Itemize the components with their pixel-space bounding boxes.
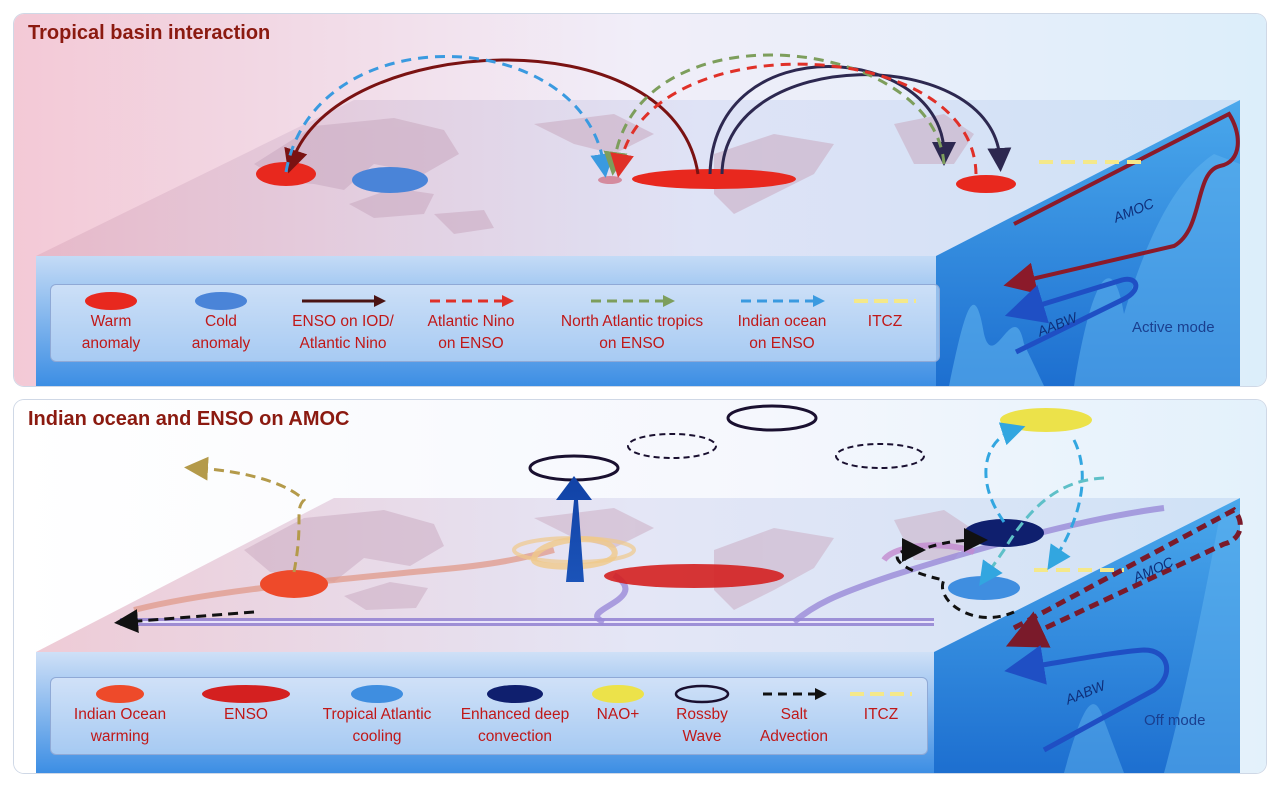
indian-ocean-enso-amoc-panel: Indian ocean and ENSO on AMOC Off mode A… bbox=[14, 400, 1266, 773]
legend: Warm anomaly Cold anomaly ENSO on IOD/ A… bbox=[50, 284, 940, 362]
rossby-wave-3 bbox=[726, 404, 818, 432]
atlantic-nino-on-enso-arrow bbox=[610, 62, 978, 178]
legend-item-salt-advection: Salt Advection bbox=[751, 678, 837, 754]
legend-label: North Atlantic tropics on ENSO bbox=[560, 313, 704, 352]
nao-arrow-1 bbox=[984, 422, 1026, 523]
enso-on-iod-arrow bbox=[284, 58, 700, 175]
salt-advection-arrow-2 bbox=[895, 538, 1015, 619]
legend-label: Warm anomaly bbox=[81, 313, 141, 352]
legend-item-indian-ocean-warming: Indian Ocean warming bbox=[65, 678, 175, 754]
dashed-arrow-icon bbox=[663, 295, 675, 307]
tropical-atlantic-cooling-anomaly bbox=[948, 576, 1020, 600]
box-side-face bbox=[934, 498, 1240, 773]
warm-anomaly-icon bbox=[85, 292, 137, 310]
enso-icon bbox=[202, 685, 290, 703]
legend-label: Atlantic Nino on ENSO bbox=[427, 313, 515, 352]
legend-label: Indian Ocean warming bbox=[73, 706, 167, 745]
legend-label: Cold anomaly bbox=[191, 313, 251, 352]
dashed-arrow-icon bbox=[502, 295, 514, 307]
cold-anomaly-icon bbox=[195, 292, 247, 310]
enhanced-deep-convection-anomaly bbox=[964, 519, 1044, 547]
legend-item-itcz: ITCZ bbox=[843, 285, 927, 361]
legend-label: NAO+ bbox=[596, 706, 640, 723]
salt-advection-arrow-3 bbox=[902, 528, 988, 562]
legend-item-enso-on-iod: ENSO on IOD/ Atlantic Nino bbox=[283, 285, 403, 361]
dashed-arrow-icon bbox=[813, 295, 825, 307]
tropical-atlantic-cooling-icon bbox=[351, 685, 403, 703]
enso-anomaly bbox=[604, 564, 784, 588]
nao-plus-icon bbox=[592, 685, 644, 703]
warm-anomaly-atlantic bbox=[956, 175, 1016, 193]
mode-label: Active mode bbox=[1132, 319, 1215, 336]
indian-ocean-warming-anomaly bbox=[260, 570, 328, 598]
convection-plume-arrow bbox=[556, 476, 592, 582]
legend-item-enso: ENSO bbox=[191, 678, 301, 754]
indian-ocean-warming-icon bbox=[96, 685, 144, 703]
legend: Indian Ocean warming ENSO Tropical Atlan… bbox=[50, 677, 928, 755]
legend-label: ITCZ bbox=[867, 313, 903, 330]
panel-title: Tropical basin interaction bbox=[28, 22, 271, 44]
legend-item-indian-ocean: Indian ocean on ENSO bbox=[727, 285, 837, 361]
enhanced-deep-convection-icon bbox=[487, 685, 543, 703]
legend-item-warm-anomaly: Warm anomaly bbox=[61, 285, 161, 361]
indian-ocean-teleconnection-arrow bbox=[184, 456, 307, 573]
mode-label: Off mode bbox=[1144, 712, 1206, 729]
legend-label: Rossby Wave bbox=[676, 706, 728, 745]
legend-label: Enhanced deep convection bbox=[460, 706, 570, 745]
amoc-flow-arrow bbox=[1003, 111, 1240, 294]
aabw-flow-arrow bbox=[1004, 276, 1139, 355]
legend-item-tropical-atlantic-cooling: Tropical Atlantic cooling bbox=[313, 678, 441, 754]
legend-item-enhanced-deep-convection: Enhanced deep convection bbox=[453, 678, 577, 754]
aabw-flow-arrow bbox=[1004, 645, 1170, 753]
solid-arrow-icon bbox=[374, 295, 386, 307]
legend-item-itcz: ITCZ bbox=[841, 678, 921, 754]
cold-anomaly bbox=[352, 167, 428, 193]
legend-item-rossby-wave: Rossby Wave bbox=[661, 678, 743, 754]
salt-advection-arrow-1 bbox=[114, 609, 255, 634]
enso-on-atlantic-arrow-2 bbox=[720, 73, 1012, 175]
warm-anomaly-pacific bbox=[632, 169, 796, 189]
legend-label: Indian ocean on ENSO bbox=[737, 313, 827, 352]
legend-item-atlantic-nino: Atlantic Nino on ENSO bbox=[411, 285, 531, 361]
legend-item-cold-anomaly: Cold anomaly bbox=[171, 285, 271, 361]
nao-plus-anomaly bbox=[1000, 408, 1092, 432]
north-atlantic-on-enso-arrow bbox=[603, 53, 946, 176]
rossby-wave-2 bbox=[627, 433, 717, 459]
legend-label: Salt Advection bbox=[759, 706, 829, 745]
rossby-wave-icon bbox=[674, 684, 730, 704]
salt-advection-icon bbox=[815, 688, 827, 700]
legend-label: Tropical Atlantic cooling bbox=[322, 706, 432, 745]
legend-label: ENSO on IOD/ Atlantic Nino bbox=[292, 313, 394, 352]
enso-on-atlantic-arrow-1 bbox=[708, 65, 956, 175]
amoc-flow-arrow bbox=[1005, 506, 1243, 648]
panel-title: Indian ocean and ENSO on AMOC bbox=[28, 408, 350, 430]
nao-arrow-2 bbox=[1047, 439, 1084, 570]
legend-label: ENSO bbox=[224, 706, 268, 723]
rossby-wave-4 bbox=[835, 443, 925, 469]
legend-item-nao-plus: NAO+ bbox=[581, 678, 655, 754]
legend-label: ITCZ bbox=[863, 706, 899, 723]
tropical-basin-interaction-panel: Tropical basin interaction Active mode A… bbox=[14, 14, 1266, 386]
legend-item-north-atlantic: North Atlantic tropics on ENSO bbox=[545, 285, 719, 361]
